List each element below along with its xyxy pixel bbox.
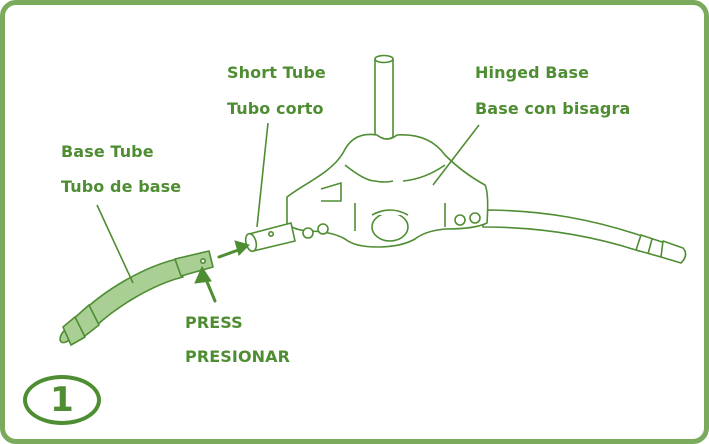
assembly-illustration bbox=[59, 54, 687, 346]
vertical-post bbox=[374, 54, 394, 141]
short-tube-label: Short Tube bbox=[227, 63, 326, 82]
press-arrow bbox=[194, 265, 217, 303]
short-tube bbox=[244, 222, 296, 253]
press-label: PRESS bbox=[185, 313, 243, 332]
hinged-base-label-es: Base con bisagra bbox=[475, 99, 631, 118]
base-tube bbox=[59, 250, 214, 346]
hinged-base bbox=[286, 133, 489, 248]
leader-lines bbox=[96, 122, 480, 284]
right-leg-tube bbox=[482, 209, 687, 264]
hinged-base-label: Hinged Base bbox=[475, 63, 590, 82]
insert-arrow bbox=[217, 240, 250, 259]
short-tube-label-es: Tubo corto bbox=[227, 99, 324, 118]
step-badge: 1 bbox=[23, 375, 101, 425]
hinged-base-leader bbox=[432, 124, 480, 186]
base-tube-label-es: Tubo de base bbox=[61, 177, 182, 196]
short-tube-leader bbox=[256, 122, 269, 228]
press-label-es: PRESIONAR bbox=[185, 347, 291, 366]
base-tube-leader bbox=[96, 204, 134, 284]
step-number: 1 bbox=[50, 380, 74, 420]
base-tube-label: Base Tube bbox=[61, 142, 154, 161]
